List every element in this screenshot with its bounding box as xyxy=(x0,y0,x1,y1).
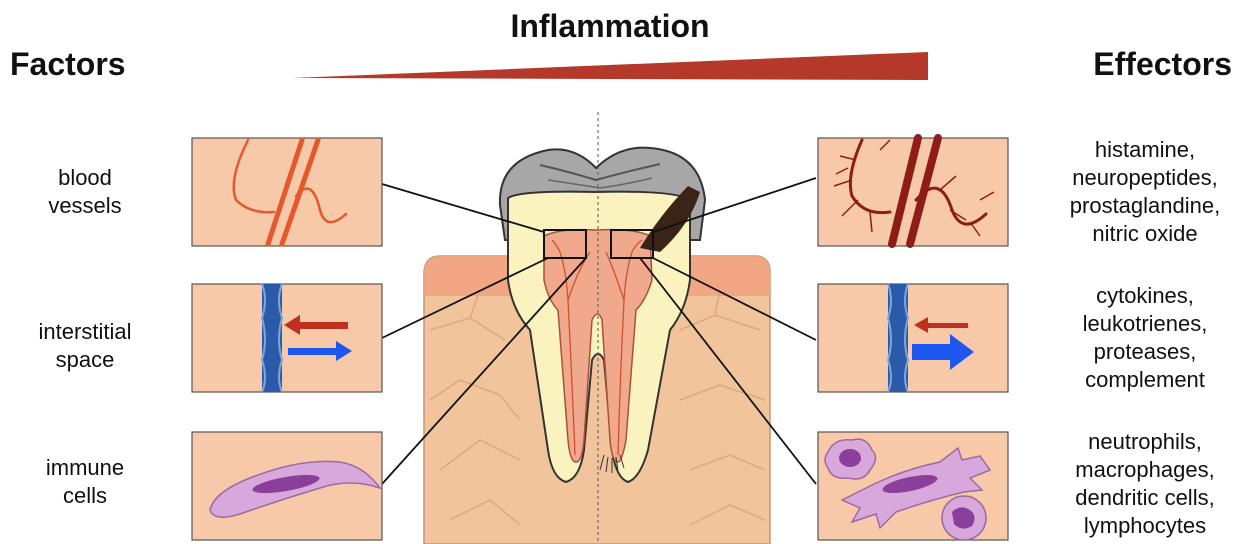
panel-interstitial-space-normal xyxy=(192,284,382,392)
panel-interstitial-space-inflamed xyxy=(818,284,1008,392)
panel-blood-vessels-normal xyxy=(192,138,382,246)
panel-blood-vessels-inflamed xyxy=(818,138,1008,246)
panel-immune-cells-inflamed xyxy=(818,432,1008,540)
panel-immune-cells-normal xyxy=(192,432,382,540)
inflammation-gradient-wedge xyxy=(292,52,928,80)
